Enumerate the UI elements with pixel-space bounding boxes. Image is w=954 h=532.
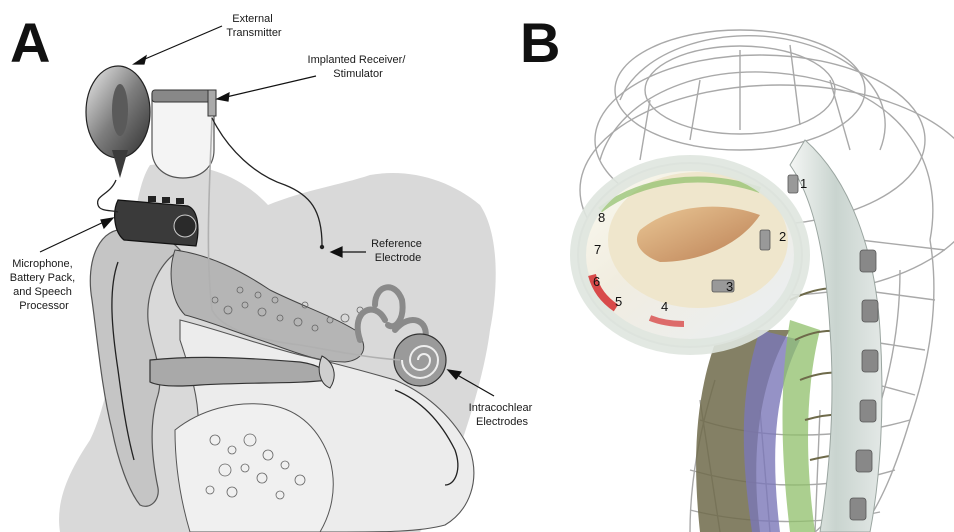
- electrode-number-3: 3: [726, 279, 733, 294]
- ear-canal: [150, 357, 328, 386]
- implanted-receiver: [152, 90, 216, 178]
- electrode-number-7: 7: [594, 242, 601, 257]
- panel-b: B: [520, 11, 954, 532]
- cochlea: [394, 334, 446, 386]
- electrode-number-5: 5: [615, 294, 622, 309]
- electrode-number-6: 6: [593, 274, 600, 289]
- panel-a-letter: A: [10, 11, 50, 74]
- electrode-number-8: 8: [598, 210, 605, 225]
- panel-a: A: [10, 11, 536, 532]
- basal-turn: [578, 163, 802, 347]
- label-intracochlear-electrodes: Intracochlear Electrodes: [469, 402, 536, 428]
- electrode-number-1: 1: [800, 176, 807, 191]
- external-transmitter: [86, 66, 150, 178]
- label-external-transmitter: External Transmitter: [226, 13, 282, 39]
- label-implanted-receiver: Implanted Receiver/ Stimulator: [308, 54, 409, 80]
- reference-electrode-tip: [320, 245, 324, 249]
- electrode-number-2: 2: [779, 229, 786, 244]
- panel-b-letter: B: [520, 11, 560, 74]
- label-processor: Microphone, Battery Pack, and Speech Pro…: [10, 258, 78, 312]
- electrode-number-4: 4: [661, 299, 668, 314]
